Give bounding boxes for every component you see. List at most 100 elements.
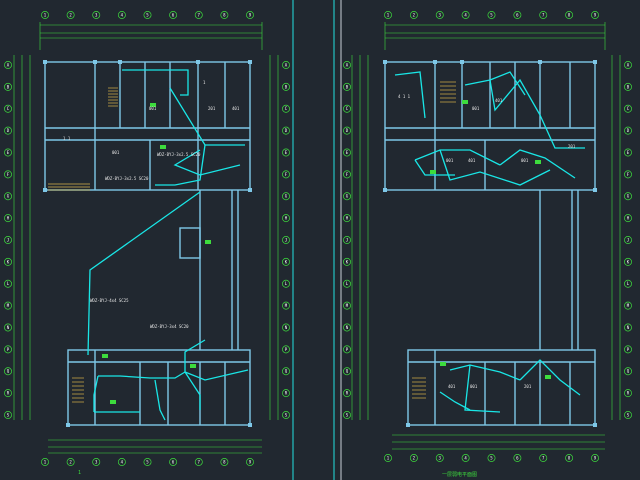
axis-bubble	[624, 389, 632, 398]
axis-bubble	[624, 301, 632, 310]
axis-bubble-label: D	[7, 128, 10, 133]
axis-bubble-label: 7	[198, 12, 201, 17]
axis-bubble	[282, 126, 290, 135]
axis-bubble-label: 3	[439, 455, 442, 460]
axis-bubble-label: S	[7, 412, 10, 417]
axis-bubble	[246, 458, 254, 466]
axis-bubble-label: A	[7, 62, 10, 67]
axis-bubble-label: C	[7, 106, 10, 111]
axis-bubble-label: R	[7, 391, 10, 396]
axis-bubble-label: 3	[439, 12, 442, 17]
right-sheet-bottom-label: 一层弱电平面图	[442, 471, 477, 478]
axis-bubble	[4, 82, 12, 91]
right-floor-plan: 4 1 1 001 401 001 401 001 201 401 001 20…	[351, 22, 621, 478]
axis-bubble	[92, 11, 101, 19]
axis-bubble	[143, 11, 152, 19]
axis-bubble	[41, 11, 49, 19]
axis-bubble	[246, 11, 254, 19]
axis-bubble	[343, 236, 351, 244]
axis-bubble	[624, 257, 632, 266]
right-wiring	[394, 71, 585, 413]
axis-bubble-label: 5	[146, 459, 149, 464]
axis-bubble-label: S	[346, 412, 349, 417]
axis-bubble-label: M	[285, 303, 288, 308]
axis-bubble-label: J	[285, 237, 287, 242]
axis-bubble	[4, 192, 12, 201]
wiring-note: WDZ-BYJ-3x2.5 SC20	[157, 152, 201, 157]
axis-bubble	[513, 11, 522, 19]
axis-bubble	[624, 279, 632, 288]
axis-bubble-label: S	[627, 412, 630, 417]
axis-bubble	[513, 454, 522, 462]
axis-bubble-label: N	[627, 325, 630, 330]
left-bottom-dimensions	[48, 439, 262, 454]
axis-bubble	[4, 61, 12, 69]
right-columns	[383, 60, 597, 427]
axis-bubble-label: J	[627, 237, 629, 242]
axis-bubble-label: A	[627, 62, 630, 67]
axis-bubble	[624, 61, 632, 69]
axis-bubble	[282, 301, 290, 310]
axis-bubble-label: E	[346, 150, 349, 155]
axis-bubble-label: P	[7, 347, 10, 352]
axis-bubble-label: S	[285, 412, 288, 417]
axis-bubble	[4, 170, 12, 179]
axis-bubble-label: H	[627, 216, 630, 221]
axis-bubble	[194, 11, 203, 19]
axis-bubble-label: P	[627, 347, 630, 352]
left-devices	[102, 103, 211, 404]
axis-bubble-label: 5	[490, 12, 493, 17]
axis-bubble-label: 8	[223, 12, 226, 17]
right-room-label: 4 1 1	[398, 94, 411, 99]
axis-bubble-label: H	[285, 216, 288, 221]
axis-bubble	[624, 82, 632, 91]
axis-bubble	[565, 11, 574, 19]
axis-bubble	[282, 345, 290, 354]
axis-bubble-label: 2	[69, 459, 72, 464]
axis-bubble-label: N	[346, 325, 349, 330]
axis-bubble-label: K	[7, 259, 10, 264]
axis-bubble-label: 3	[95, 459, 98, 464]
axis-bubble	[66, 458, 75, 466]
axis-bubble-label: F	[627, 172, 630, 177]
axis-bubble-label: 9	[249, 459, 252, 464]
axis-bubble-label: J	[7, 237, 9, 242]
axis-bubble-label: F	[7, 172, 10, 177]
axis-bubble	[143, 458, 152, 466]
axis-bubble	[117, 11, 126, 19]
left-room-label: 201	[208, 106, 216, 111]
wiring-note: WDZ-BYJ-3x2.5 SC20	[105, 176, 149, 181]
axis-bubble	[282, 323, 290, 332]
axis-bubble-label: 4	[121, 459, 124, 464]
left-side-dimensions	[13, 55, 279, 420]
axis-bubble	[343, 170, 351, 179]
axis-bubble	[4, 301, 12, 310]
axis-bubble-label: D	[627, 128, 630, 133]
axis-bubble-label: B	[285, 84, 288, 89]
axis-bubble	[539, 454, 548, 462]
axis-bubble	[194, 458, 203, 466]
right-bottom-dimensions	[392, 434, 605, 450]
axis-bubble-label: 6	[172, 12, 175, 17]
axis-bubble-label: 9	[594, 12, 597, 17]
axis-bubble	[624, 126, 632, 135]
right-side-dimensions	[351, 55, 621, 420]
axis-bubble	[4, 214, 12, 223]
axis-bubble-label: Q	[346, 369, 349, 374]
axis-bubble	[343, 148, 351, 157]
axis-bubble-label: L	[7, 281, 10, 286]
axis-bubble	[624, 192, 632, 201]
axis-bubble	[4, 126, 12, 135]
axis-bubble-label: E	[627, 150, 630, 155]
axis-bubble	[220, 11, 229, 19]
axis-bubble	[282, 411, 290, 419]
axis-bubble	[624, 214, 632, 223]
axis-bubble	[343, 126, 351, 135]
right-room-label: 201	[524, 384, 532, 389]
axis-bubble	[565, 454, 574, 462]
axis-bubble	[343, 104, 351, 113]
axis-bubble	[282, 279, 290, 288]
axis-bubble	[282, 367, 290, 376]
